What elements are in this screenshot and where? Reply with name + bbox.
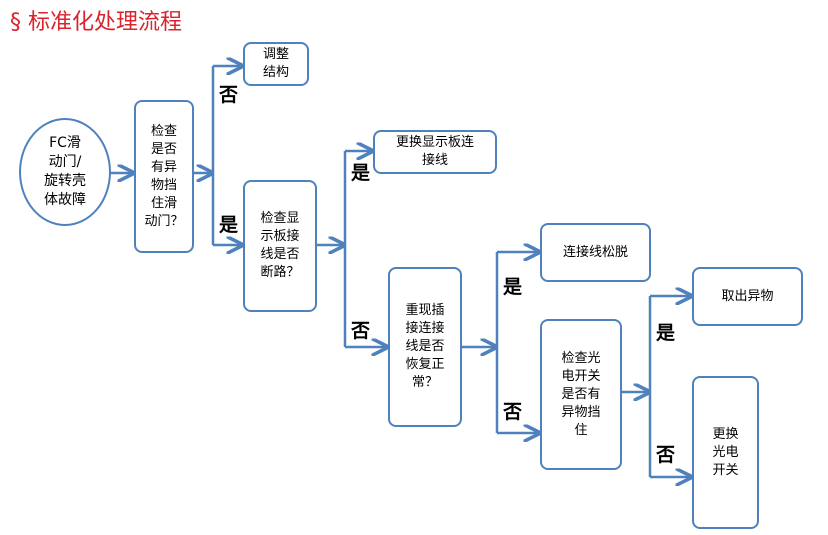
- check-cable-node: 检查显 示板接 线是否 断路？: [243, 180, 317, 312]
- page-title: § 标准化处理流程: [10, 10, 182, 35]
- no-label-1: 否: [219, 84, 239, 106]
- no-label-2: 否: [351, 320, 371, 342]
- yes-label-3: 是: [503, 276, 523, 298]
- no-label-3: 否: [503, 401, 523, 423]
- replug-node: 重现插 接连接 线是否 恢复正 常？: [388, 267, 462, 427]
- replace-cable-node: 更换显示板连 接线: [373, 130, 497, 174]
- start-node: FC滑 动门/ 旋转壳 体故障: [19, 118, 111, 226]
- check-sensor-node: 检查光 电开关 是否有 异物挡 住: [540, 319, 622, 470]
- yes-label-2: 是: [351, 162, 371, 184]
- no-label-4: 否: [656, 444, 676, 466]
- remove-foreign-object-node: 取出异物: [692, 267, 803, 326]
- yes-label-1: 是: [219, 214, 239, 236]
- replace-switch-node: 更换 光电 开关: [692, 376, 759, 529]
- check-foreign-object-node: 检查 是否 有异 物挡 住滑 动门？: [134, 100, 194, 253]
- adjust-structure-node: 调整 结构: [243, 42, 309, 86]
- loose-connection-node: 连接线松脱: [540, 223, 651, 282]
- yes-label-4: 是: [656, 322, 676, 344]
